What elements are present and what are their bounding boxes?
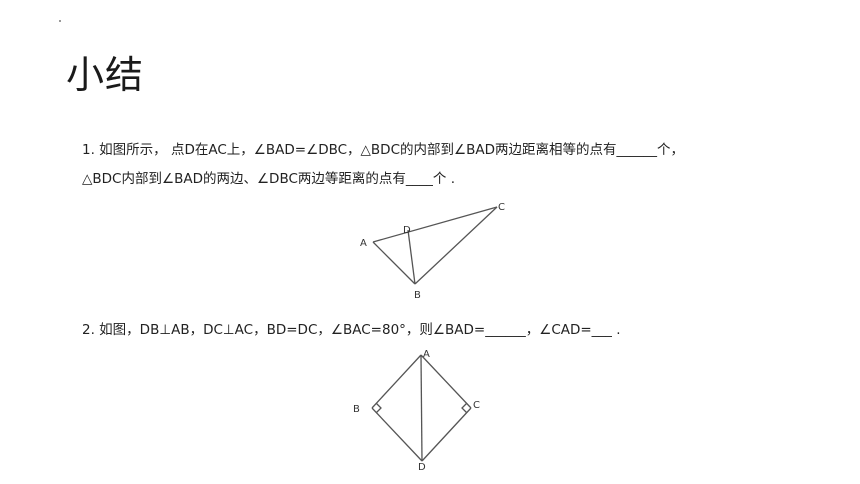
segment-ab	[372, 241, 416, 285]
question-2-line-1: 2. 如图，DB⊥AB，DC⊥AC，BD=DC，∠BAC=80°，则∠BAD=_…	[82, 322, 621, 338]
right-angle-mark-c	[461, 402, 468, 414]
segment-bc	[414, 206, 498, 285]
segment-bd	[371, 407, 423, 462]
segment-ac	[420, 354, 472, 409]
segment-ac	[372, 206, 498, 243]
right-angle-mark-b	[375, 402, 382, 414]
figure-2-label-b: B	[353, 404, 360, 415]
slide-title: 小结	[66, 53, 145, 97]
question-1-line-1: 1. 如图所示， 点D在AC上，∠BAD=∠DBC，△BDC的内部到∠BAD两边…	[82, 142, 684, 158]
figure-1-triangle: A B C D	[360, 202, 505, 301]
figure-1-label-d: D	[403, 225, 411, 236]
figure-1-label-a: A	[360, 238, 367, 249]
figure-2-label-c: C	[473, 400, 480, 411]
question-2: 2. 如图，DB⊥AB，DC⊥AC，BD=DC，∠BAC=80°，则∠BAD=_…	[82, 316, 621, 345]
question-1: 1. 如图所示， 点D在AC上，∠BAD=∠DBC，△BDC的内部到∠BAD两边…	[82, 136, 684, 194]
segment-ab	[371, 354, 422, 409]
figure-1-label-c: C	[498, 202, 505, 213]
question-1-line-2: △BDC内部到∠BAD的两边、∠DBC两边等距离的点有____个 .	[82, 171, 455, 187]
figure-2-label-d: D	[418, 462, 426, 473]
segment-bd	[407, 229, 416, 285]
figure-2-label-a: A	[423, 349, 430, 360]
decorative-dot	[59, 20, 61, 22]
figure-1-label-b: B	[414, 290, 421, 301]
segment-ad	[420, 354, 423, 462]
segment-cd	[421, 407, 472, 462]
figure-2-kite: A B C D	[353, 349, 480, 473]
